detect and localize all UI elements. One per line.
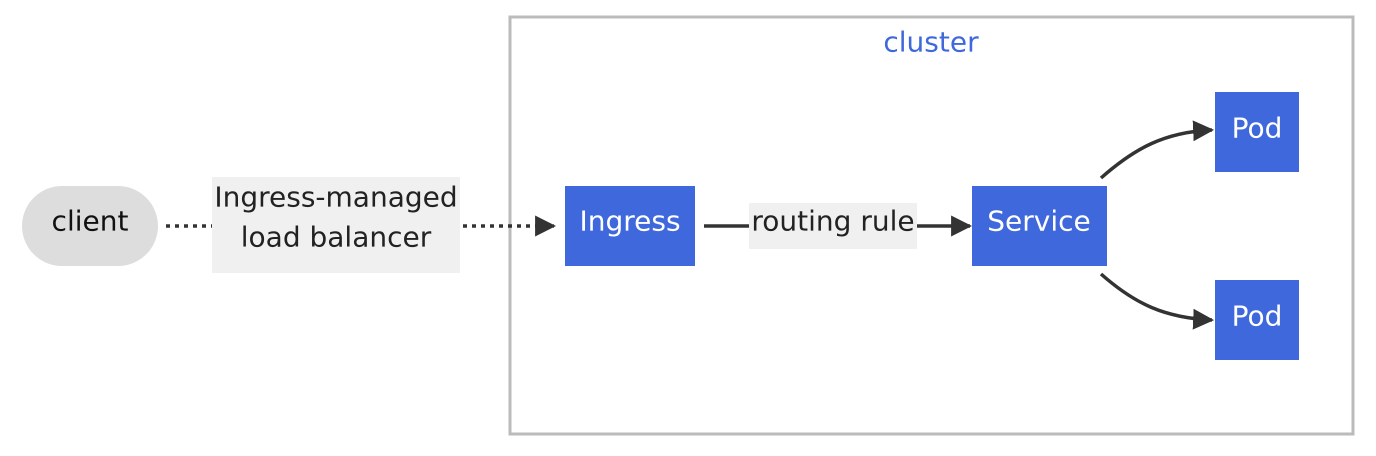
node-pod-bottom [1215,280,1299,360]
cluster-title: cluster [883,26,979,59]
node-service [972,186,1107,266]
node-ingress-label: Ingress [579,205,680,238]
node-client-label: client [52,205,129,238]
node-pod-top-label: Pod [1232,112,1283,145]
node-client [22,186,158,266]
edge-service-to-pod-bottom [1099,272,1215,330]
edge-label-bg-load-balancer [212,177,460,273]
node-service-label: Service [987,205,1090,238]
node-ingress [565,186,695,266]
edge-label-bg-routing-rule [749,203,917,249]
edge-label-load-balancer-line2: load balancer [241,221,432,254]
edge-label-routing-rule: routing rule [751,205,914,238]
node-pod-bottom-label: Pod [1232,300,1283,333]
edge-service-to-pod-top [1099,120,1215,180]
edge-label-load-balancer-line1: Ingress-managed [214,181,457,214]
node-pod-top [1215,92,1299,172]
